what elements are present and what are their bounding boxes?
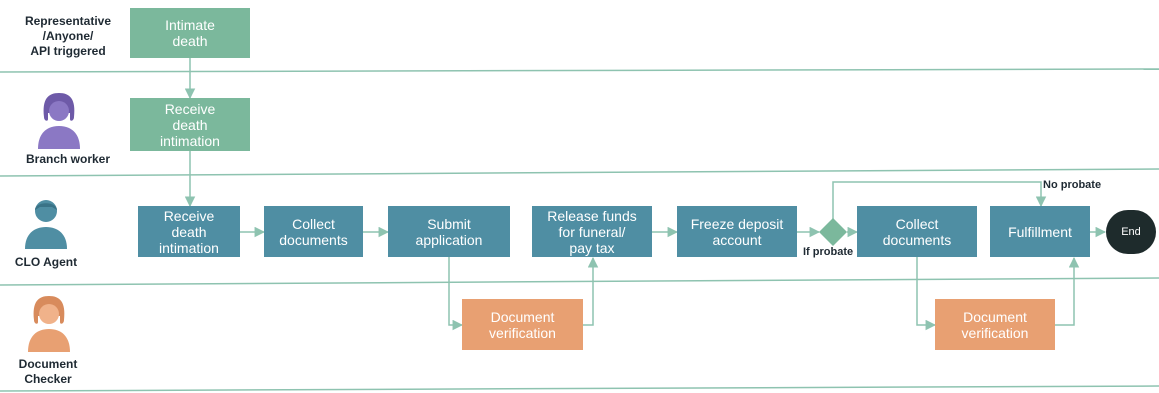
- node-freeze-deposit-account: Freeze deposit account: [677, 206, 797, 257]
- node-collect-documents: Collect documents: [264, 206, 363, 257]
- arrow-verification-to-release: [583, 256, 599, 326]
- lane-label-representative: Representative /Anyone/ API triggered: [24, 14, 112, 58]
- clo-agent-avatar-icon: [25, 200, 67, 249]
- node-submit-application: Submit application: [388, 206, 510, 257]
- node-receive-death-intimation-branch: Receive death intimation: [130, 98, 250, 151]
- node-fulfillment: Fulfillment: [990, 206, 1090, 257]
- arrow-submit-to-verification: [448, 257, 464, 331]
- node-collect-documents-2: Collect documents: [857, 206, 977, 257]
- node-document-verification-2: Document verification: [935, 299, 1055, 350]
- lane-separator: [0, 68, 1159, 73]
- branch-worker-avatar-icon: [38, 93, 80, 149]
- lane-separator: [0, 277, 1159, 286]
- node-end: End: [1106, 210, 1156, 254]
- probate-decision-diamond: [819, 218, 847, 246]
- node-receive-death-intimation-agent: Receive death intimation: [138, 206, 240, 257]
- arrow-verification-to-fulfillment: [1055, 256, 1080, 326]
- node-release-funds: Release funds for funeral/ pay tax: [532, 206, 652, 257]
- node-intimate-death: Intimate death: [130, 8, 250, 58]
- arrow-no-probate: [832, 181, 1047, 219]
- arrow-collect-to-verification: [916, 257, 937, 331]
- lane-label-clo-agent: CLO Agent: [14, 255, 78, 269]
- lane-separator: [0, 385, 1159, 392]
- document-checker-avatar-icon: [28, 296, 70, 352]
- lane-separator: [0, 168, 1159, 177]
- lane-label-branch-worker: Branch worker: [25, 152, 111, 166]
- label-if-probate: If probate: [803, 246, 854, 258]
- lane-label-document-checker: Document Checker: [18, 357, 78, 386]
- node-document-verification: Document verification: [462, 299, 583, 350]
- label-no-probate: No probate: [1043, 179, 1102, 191]
